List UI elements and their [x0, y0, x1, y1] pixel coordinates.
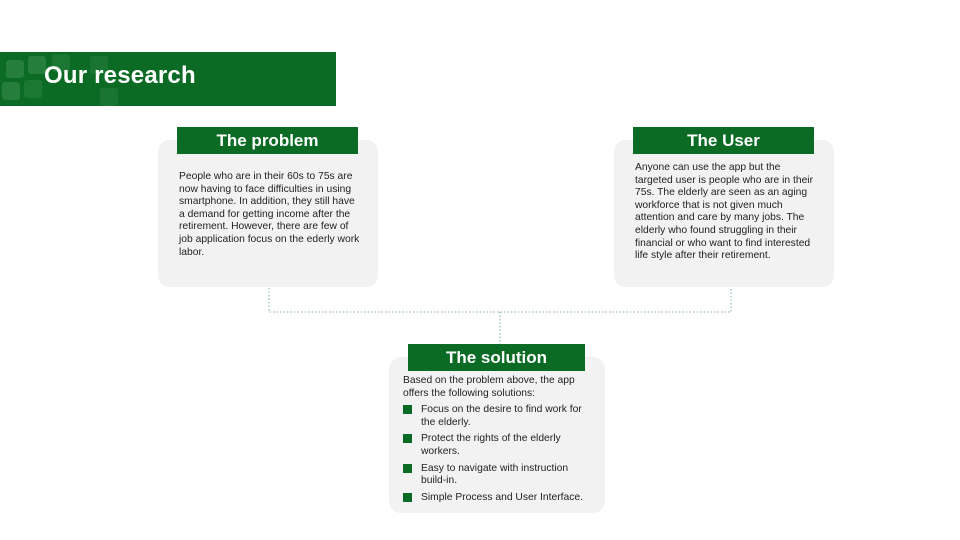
decorative-tile	[90, 56, 108, 74]
title-banner: Our research	[0, 52, 336, 106]
solution-intro: Based on the problem above, the app offe…	[403, 375, 575, 399]
decorative-tile	[52, 54, 70, 72]
list-item: Easy to navigate with instruction build-…	[403, 463, 593, 488]
problem-card	[158, 140, 378, 287]
list-item: Focus on the desire to find work for the…	[403, 404, 593, 429]
decorative-tile	[6, 60, 24, 78]
problem-text: People who are in their 60s to 75s are n…	[179, 171, 360, 258]
square-bullet-icon	[403, 493, 412, 503]
user-text: Anyone can use the app but the targeted …	[635, 162, 814, 262]
decorative-tile	[2, 82, 20, 100]
decorative-tile	[24, 80, 42, 98]
solution-card	[389, 357, 605, 513]
user-card	[614, 140, 834, 287]
list-item: Protect the rights of the elderly worker…	[403, 433, 593, 458]
decorative-tile	[100, 88, 118, 106]
solution-header: The solution	[408, 344, 585, 371]
list-item-text: Focus on the desire to find work for the…	[421, 404, 582, 428]
solution-list: Focus on the desire to find work for the…	[403, 404, 593, 509]
square-bullet-icon	[403, 463, 412, 473]
square-bullet-icon	[403, 405, 412, 414]
user-header: The User	[633, 127, 814, 154]
list-item-text: Easy to navigate with instruction build-…	[421, 462, 569, 487]
problem-header: The problem	[177, 127, 358, 154]
list-item: Simple Process and User Interface.	[403, 492, 593, 505]
page-title: Our research	[44, 62, 196, 89]
list-item-text: Simple Process and User Interface.	[421, 492, 583, 504]
square-bullet-icon	[403, 434, 412, 444]
list-item-text: Protect the rights of the elderly worker…	[421, 433, 561, 457]
decorative-tile	[28, 56, 46, 74]
